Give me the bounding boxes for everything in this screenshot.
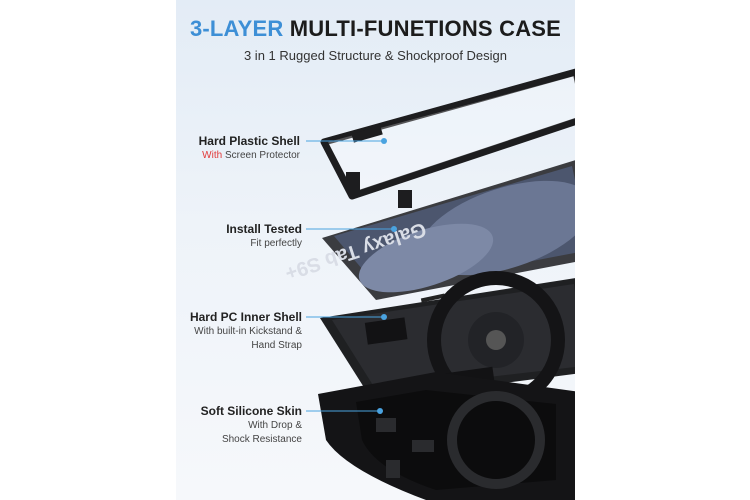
product-infographic: Galaxy Tab S9+ xyxy=(176,0,575,500)
headline: 3-LAYER MULTI-FUNETIONS CASE xyxy=(176,16,575,42)
callout-title: Hard PC Inner Shell xyxy=(189,310,302,324)
callout-desc-line2: Shock Resistance xyxy=(221,434,302,445)
callout-hard-plastic-shell: Hard Plastic Shell With Screen Protector xyxy=(176,134,300,163)
hard-plastic-shell-graphic xyxy=(320,68,575,212)
case-layers-illustration: Galaxy Tab S9+ xyxy=(282,68,575,500)
subheadline: 3 in 1 Rugged Structure & Shockproof Des… xyxy=(243,48,508,63)
silicone-skin-graphic xyxy=(318,372,575,500)
callout-desc-rest: Screen Protector xyxy=(224,150,300,161)
callout-desc: With Screen Protector xyxy=(176,149,300,163)
pointer-lines xyxy=(306,138,397,414)
headline-accent: 3-LAYER xyxy=(189,16,284,41)
callout-desc-line2: Hand Strap xyxy=(251,340,302,351)
callout-desc: Fit perfectly xyxy=(250,238,302,249)
callout-desc-highlight: With xyxy=(202,150,223,161)
callout-desc-line1: With Drop & xyxy=(248,420,302,431)
callout-title: Soft Silicone Skin xyxy=(200,404,302,418)
callout-soft-silicone-skin: Soft Silicone Skin With Drop & Shock Res… xyxy=(176,404,302,447)
headline-rest: MULTI-FUNETIONS CASE xyxy=(289,16,562,41)
callout-hard-pc-inner-shell: Hard PC Inner Shell With built-in Kickst… xyxy=(176,310,302,353)
callout-install-tested: Install Tested Fit perfectly xyxy=(176,222,302,251)
callout-title: Hard Plastic Shell xyxy=(198,134,300,148)
inner-shell-graphic xyxy=(320,271,575,409)
callout-desc-line1: With built-in Kickstand & xyxy=(194,326,302,337)
callout-title: Install Tested xyxy=(226,222,302,236)
